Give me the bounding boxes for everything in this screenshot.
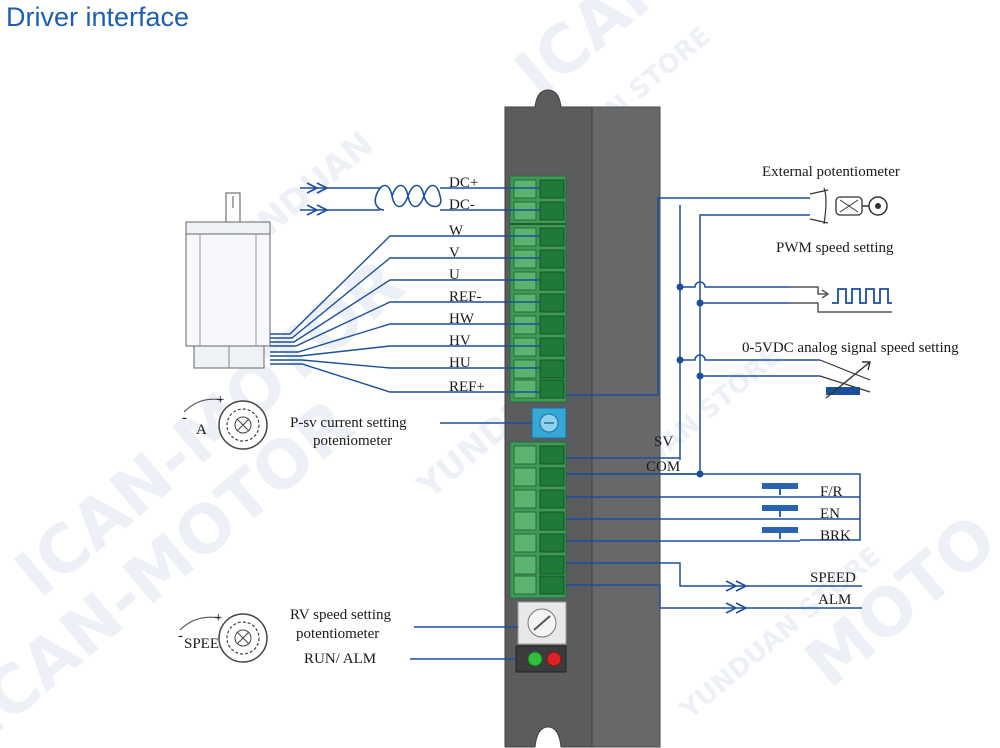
rv-label-line1: RV speed setting	[290, 607, 392, 623]
external-potentiometer-icon	[809, 187, 888, 225]
label-pwm-speed-setting: PWM speed setting	[776, 240, 894, 256]
switch-en	[760, 505, 800, 520]
label-hu: HU	[449, 355, 471, 371]
analog-signal-icon	[819, 359, 871, 399]
label-v: V	[449, 245, 460, 261]
label-fr: F/R	[820, 484, 843, 500]
motor-flange	[185, 221, 271, 235]
alarm-led	[546, 651, 562, 667]
power-input-wires	[300, 182, 540, 216]
label-dc-plus: DC+	[449, 175, 478, 191]
label-w: W	[449, 223, 464, 239]
motor-terminal-screws	[513, 179, 565, 399]
switch-brk	[760, 527, 800, 542]
label-sv: SV	[654, 434, 673, 450]
bldc-motor	[185, 192, 271, 369]
watermark: ICAN-MOTOR	[501, 0, 919, 112]
driver-side-panel	[591, 106, 661, 748]
output-arrows	[725, 580, 748, 614]
terminal-labels-right: SV COM F/R EN BRK SPEED ALM External pot…	[646, 164, 959, 608]
control-wires	[566, 197, 862, 609]
label-com: COM	[646, 459, 680, 475]
page-title: Driver interface	[6, 2, 190, 32]
label-hv: HV	[449, 333, 471, 349]
driver-unit	[504, 89, 661, 748]
label-external-potentiometer: External potentiometer	[762, 164, 900, 180]
label-hw: HW	[449, 311, 475, 327]
psv-label-line1: P-sv current setting	[290, 415, 407, 431]
pwm-signal-icon	[790, 286, 892, 313]
label-speed: SPEED	[810, 570, 856, 586]
switch-fr	[760, 483, 800, 498]
motor-body	[185, 233, 271, 347]
junction-dots	[676, 283, 704, 478]
knob-a-label: A	[196, 422, 207, 438]
knob-plus: +	[216, 392, 224, 408]
label-u: U	[449, 267, 460, 283]
label-ref-plus: REF+	[449, 379, 485, 395]
control-terminal-screws	[513, 445, 565, 595]
knob-plus-2: +	[214, 610, 222, 626]
label-analog-speed-setting: 0-5VDC analog signal speed setting	[742, 340, 959, 356]
current-knob-icon: - + A	[182, 392, 268, 450]
run-alm-label: RUN/ ALM	[304, 651, 376, 667]
label-dc-minus: DC-	[449, 197, 475, 213]
motor-wires	[270, 235, 540, 393]
knob-minus-2: -	[178, 628, 183, 644]
psv-label-line2: poteniometer	[313, 433, 392, 449]
rv-label-line2: potentiometer	[296, 626, 379, 642]
speed-knob-icon: - + SPEED	[178, 610, 268, 663]
knob-minus: -	[182, 410, 187, 426]
terminal-labels-left: DC+ DC- W V U REF- HW HV HU REF+	[449, 175, 485, 395]
label-brk: BRK	[820, 528, 851, 544]
label-en: EN	[820, 506, 840, 522]
label-ref-minus: REF-	[449, 289, 482, 305]
label-alm: ALM	[818, 592, 851, 608]
current-setting-pot	[531, 407, 567, 439]
run-led	[527, 651, 543, 667]
